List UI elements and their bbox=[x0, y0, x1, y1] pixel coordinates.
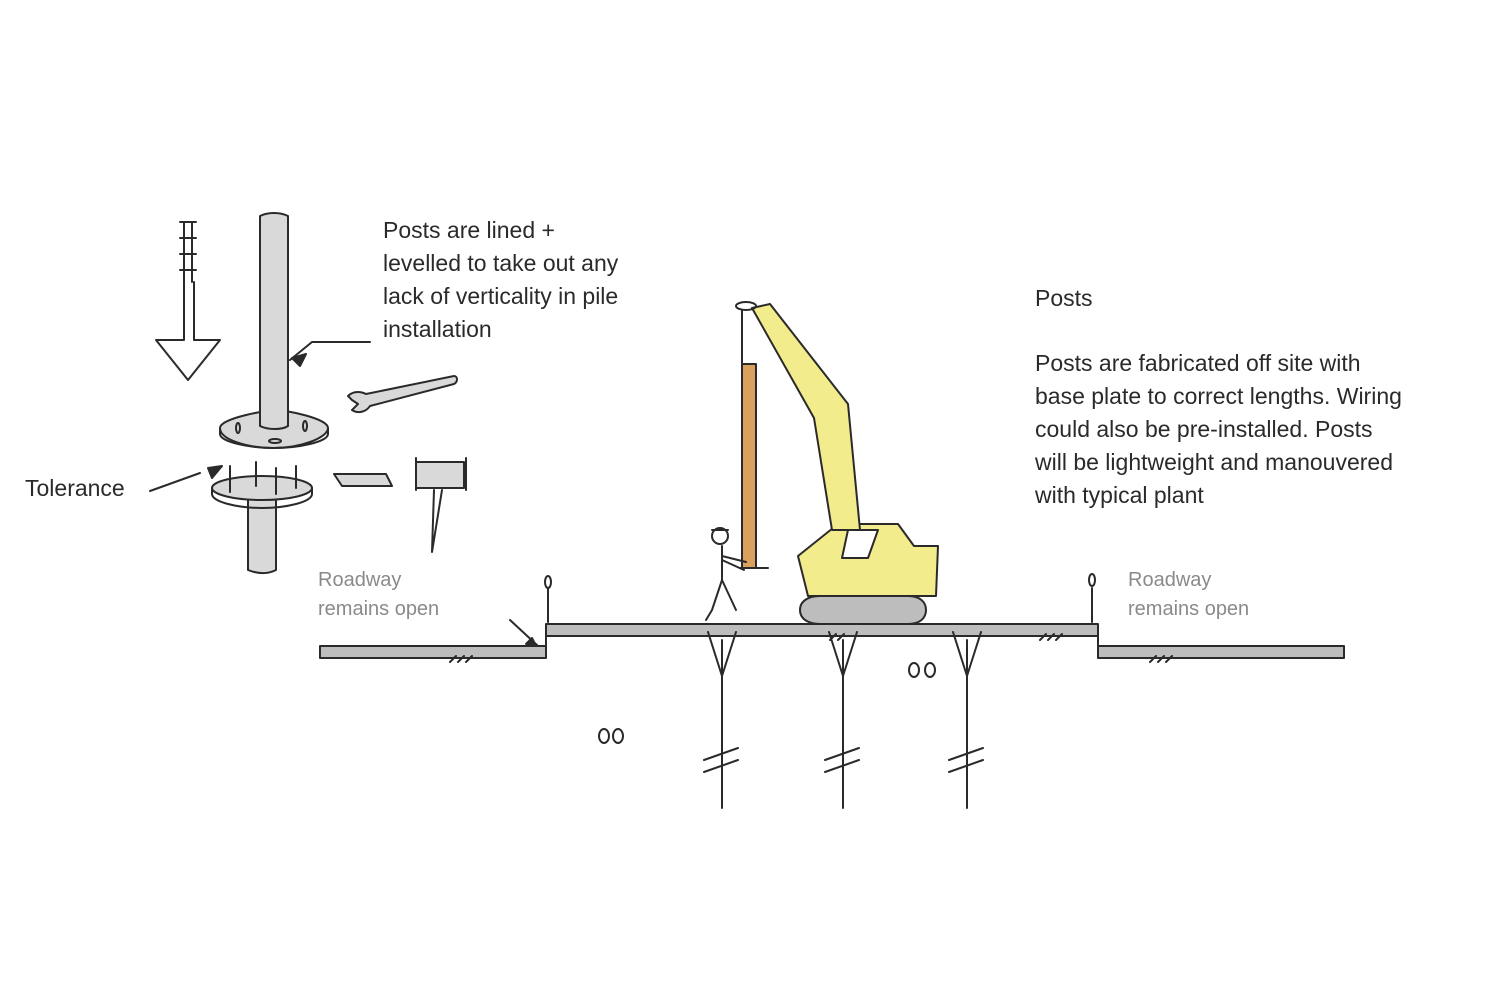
wrench-icon bbox=[347, 375, 458, 414]
posts-description: Posts are fabricated off site with base … bbox=[1035, 350, 1402, 508]
post-alignment-note: Posts are lined + levelled to take out a… bbox=[383, 217, 619, 342]
down-arrow-icon bbox=[155, 221, 221, 381]
bolt-parts bbox=[333, 457, 467, 553]
posts-heading: Posts bbox=[1035, 285, 1093, 311]
worker-figure bbox=[705, 527, 747, 621]
lower-pile-head bbox=[149, 461, 313, 574]
roadway-right-label: Roadway remains open bbox=[1128, 569, 1250, 620]
boulders bbox=[598, 662, 936, 744]
piles bbox=[598, 631, 984, 809]
suspended-post bbox=[739, 363, 769, 569]
excavator bbox=[735, 301, 939, 625]
roadway-left-label: Roadway remains open bbox=[318, 569, 440, 620]
pile bbox=[948, 631, 984, 809]
upper-post bbox=[219, 212, 371, 449]
pile bbox=[703, 631, 739, 809]
tolerance-label: Tolerance bbox=[25, 475, 125, 501]
ground-line bbox=[319, 573, 1345, 663]
pile bbox=[824, 631, 860, 809]
